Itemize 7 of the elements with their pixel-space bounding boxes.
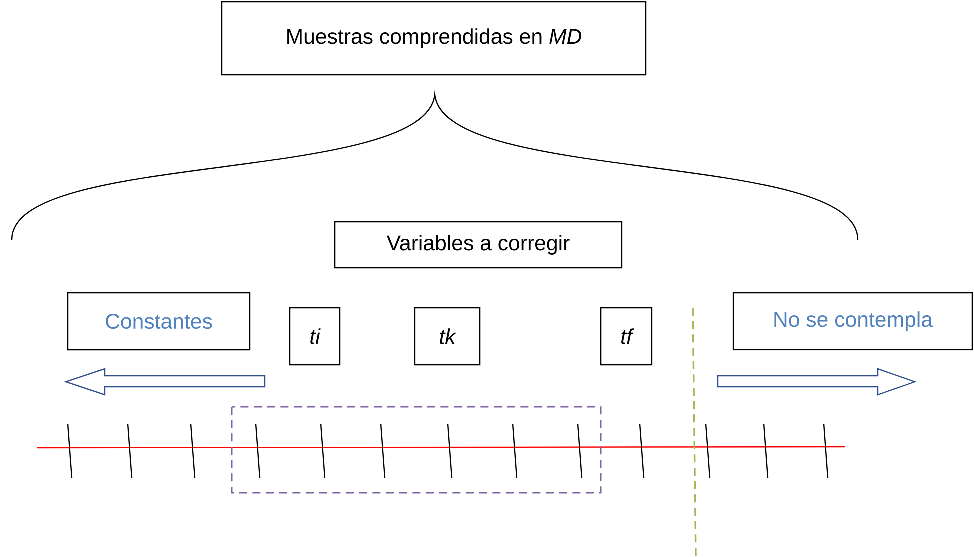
label-box: No se contempla [732,292,974,351]
label-box: Constantes [67,292,251,351]
label-box: tk [414,307,481,366]
label-box: Muestras comprendidas en MD [221,1,647,76]
label-box: Variables a corregir [334,221,623,269]
label-box: ti [289,307,341,366]
label-box: tf [600,307,653,366]
